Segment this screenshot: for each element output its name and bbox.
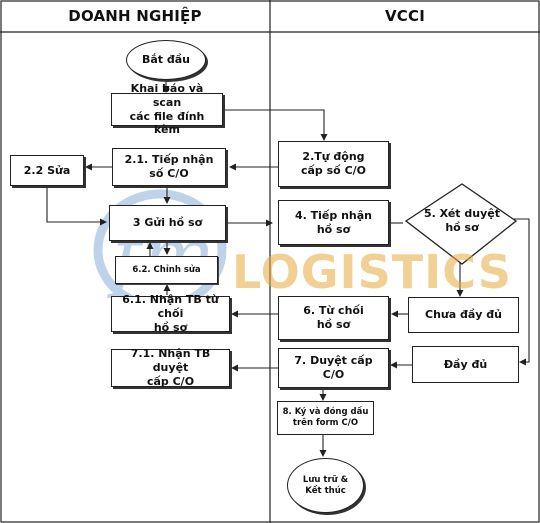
lane-header-enterprise: DOANH NGHIỆP <box>68 7 202 25</box>
lane-header-vcci: VCCI <box>384 7 425 25</box>
node-receive-file: 4. Tiếp nhận hồ sơ <box>278 200 389 245</box>
node-receive-co-number: 2.1. Tiếp nhận số C/O <box>112 148 226 186</box>
node-review-label: 5. Xét duyệt hồ sơ <box>424 207 500 234</box>
node-send-file: 3 Gửi hồ sơ <box>109 205 226 241</box>
node-incomplete: Chưa đầy đủ <box>408 297 519 333</box>
node-start: Bắt đầu <box>126 40 206 80</box>
node-approve-co: 7. Duyệt cấp C/O <box>278 348 389 388</box>
node-approve-notice: 7.1. Nhận TB duyệt cấp C/O <box>111 347 230 388</box>
node-edit-2-2: 2.2 Sửa <box>10 155 84 186</box>
node-sign-stamp: 8. Ký và đóng dấu trên form C/O <box>277 401 374 435</box>
review-diamond <box>404 183 518 265</box>
node-declare: Khai báo và scan các file đính kèm <box>111 82 223 136</box>
node-reject-file: 6. Từ chối hồ sơ <box>278 296 389 340</box>
node-end: Lưu trữ & Kết thúc <box>287 458 364 513</box>
node-edit-6-2: 6.2. Chỉnh sửa <box>115 256 218 284</box>
node-complete: Đầy đủ <box>412 346 519 383</box>
node-reject-notice: 6.1. Nhận TB từ chối hồ sơ <box>111 293 230 334</box>
node-auto-co-number: 2.Tự động cấp số C/O <box>278 141 389 187</box>
